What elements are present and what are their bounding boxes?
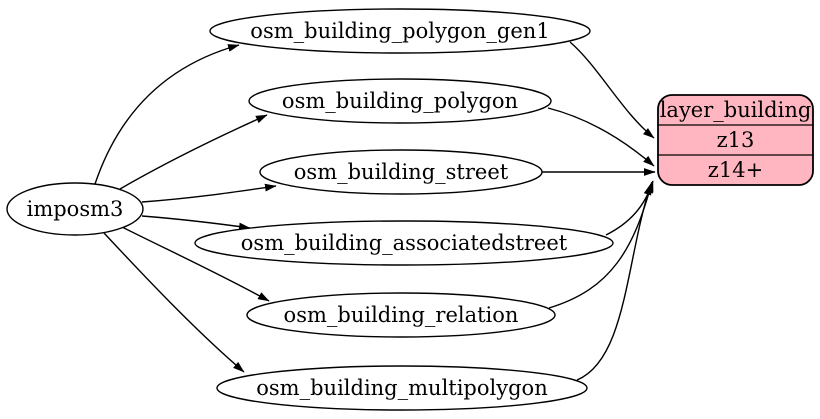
node-imposm3: imposm3 [6,182,144,236]
edges-to-layer [542,41,656,381]
layer-building-title: layer_building [660,98,812,122]
imposm3-label: imposm3 [27,197,124,221]
edge-osm-building-polygon-gen1-to-z13 [569,41,655,139]
table-ellipse [216,365,588,411]
layer-building-box [657,94,814,186]
node-osm-building-associatedstreet: osm_building_associatedstreet [194,220,614,266]
table-ellipse [248,78,552,124]
imposm3-ellipse [6,182,144,236]
layer-row-z14plus: z14+ [708,158,763,182]
edge-imposm3-to-osm-building-multipolygon [103,232,245,373]
edge-osm-building-multipolygon-to-z14plus [576,183,652,381]
edges-from-source [94,44,277,373]
table-label: osm_building_multipolygon [256,376,547,400]
table-label: osm_building_street [294,160,509,184]
edge-imposm3-to-osm-building-street [141,183,277,203]
table-ellipse [194,220,614,266]
node-osm-building-multipolygon: osm_building_multipolygon [216,365,588,411]
edge-osm-building-polygon-to-z14plus [547,107,655,167]
edge-imposm3-to-osm-building-polygon-gen1 [94,44,240,185]
edge-osm-building-associatedstreet-to-z14plus [605,180,654,236]
node-osm-building-polygon-gen1: osm_building_polygon_gen1 [209,8,591,54]
table-label: osm_building_polygon_gen1 [250,19,549,43]
node-osm-building-relation: osm_building_relation [246,292,556,338]
table-ellipse [246,292,556,338]
edge-imposm3-to-osm-building-polygon [119,114,268,190]
table-label: osm_building_relation [284,303,519,327]
edge-imposm3-to-osm-building-relation [121,226,270,302]
node-osm-building-street: osm_building_street [259,149,543,195]
edge-imposm3-to-osm-building-associatedstreet [141,215,251,231]
table-label: osm_building_associatedstreet [241,231,568,255]
table-ellipse [209,8,591,54]
table-label: osm_building_polygon [282,89,518,113]
node-layer-building: layer_building z13 z14+ [657,94,814,186]
node-osm-building-polygon: osm_building_polygon [248,78,552,124]
layer-row-z13: z13 [717,128,755,152]
table-ellipse [259,149,543,195]
